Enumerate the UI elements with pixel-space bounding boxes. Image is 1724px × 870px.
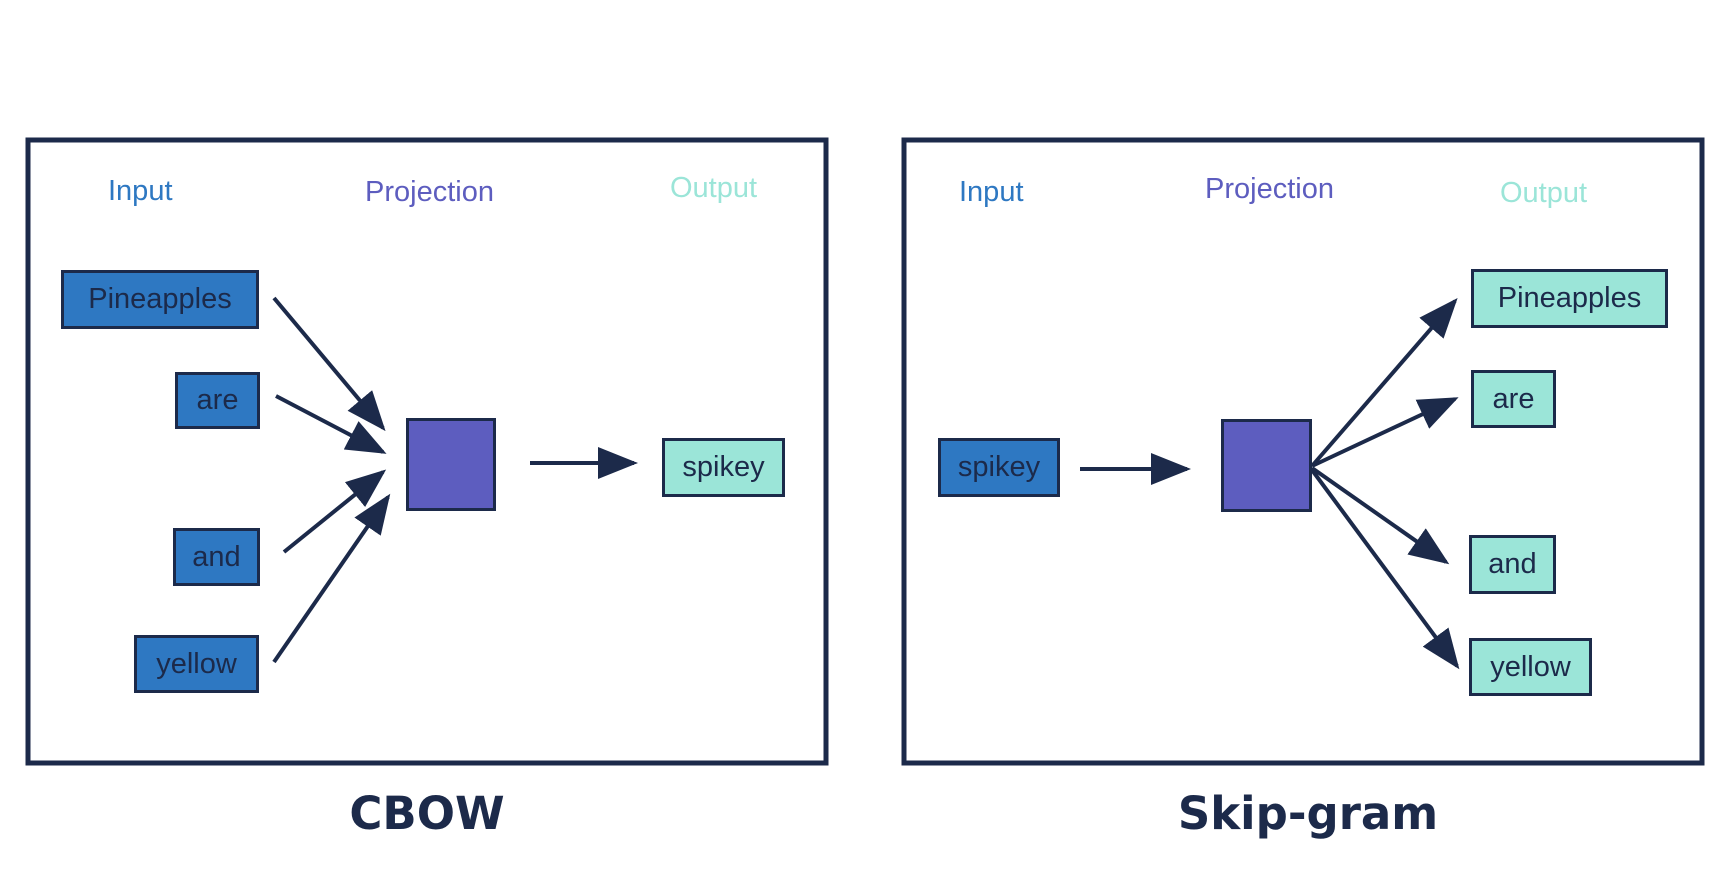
- skipgram-output-pineapples: Pineapples: [1471, 269, 1668, 328]
- skipgram-arrow-are: [1311, 397, 1459, 468]
- cbow-projection-box: [406, 418, 496, 511]
- cbow-input-yellow: yellow: [134, 635, 259, 693]
- cbow-arrow-are: [275, 394, 387, 454]
- cbow-input-are: are: [175, 372, 260, 429]
- cbow-header-output: Output: [670, 172, 758, 204]
- skipgram-arrow-pineapples: [1310, 297, 1458, 468]
- skipgram-output-yellow: yellow: [1469, 638, 1592, 696]
- cbow-header-projection: Projection: [365, 176, 494, 208]
- cbow-arrow-and: [282, 469, 387, 554]
- skipgram-header-input: Input: [959, 176, 1024, 208]
- cbow-title: CBOW: [349, 787, 505, 840]
- skipgram-header-projection: Projection: [1205, 173, 1334, 205]
- skipgram-output-and: and: [1469, 535, 1556, 594]
- cbow-input-and: and: [173, 528, 260, 586]
- skipgram-projection-box: [1221, 419, 1312, 512]
- cbow-arrow-yellow: [272, 493, 391, 664]
- skipgram-arrow-and: [1310, 466, 1450, 565]
- skipgram-arrow-yellow: [1310, 468, 1460, 670]
- skipgram-header-output: Output: [1500, 177, 1588, 209]
- skipgram-input-spikey: spikey: [938, 438, 1060, 497]
- cbow-output-spikey: spikey: [662, 438, 785, 497]
- skipgram-title: Skip-gram: [1177, 787, 1439, 840]
- cbow-panel-frame: [25, 137, 829, 766]
- skipgram-output-are: are: [1471, 370, 1556, 428]
- cbow-arrow-pineapples: [272, 296, 386, 432]
- skipgram-panel-frame: [901, 137, 1705, 766]
- cbow-header-input: Input: [108, 175, 173, 207]
- cbow-input-pineapples: Pineapples: [61, 270, 259, 329]
